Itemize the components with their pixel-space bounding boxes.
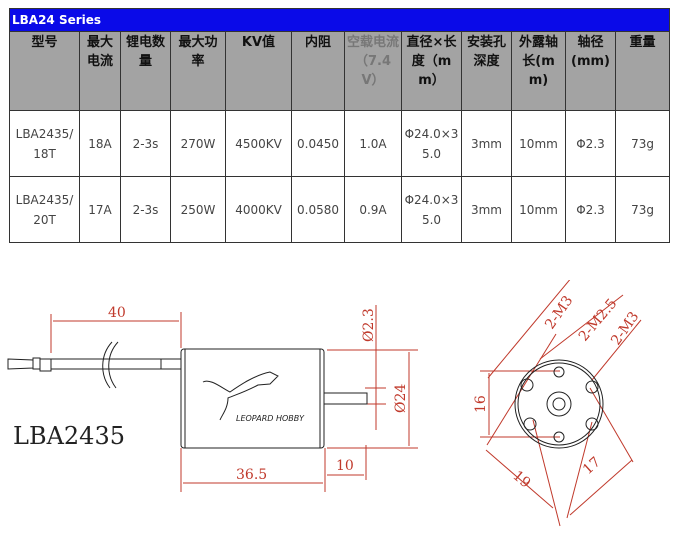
- table-cell: 18A: [79, 110, 121, 177]
- dim-body-diameter: Ø24: [393, 384, 409, 413]
- table-cell: 1.0A: [344, 110, 402, 177]
- label-2-m3-left: 2-M3: [542, 293, 576, 332]
- table-cell: 10mm: [511, 110, 566, 177]
- model-label: LBA2435: [13, 422, 125, 450]
- column-header: 内阻: [291, 31, 345, 111]
- dim-shaft-length: 10: [336, 458, 354, 474]
- table-cell: LBA2435/18T: [9, 110, 80, 177]
- table-cell: 17A: [79, 176, 121, 243]
- brand-logo-text: LEOPARD HOBBY: [236, 414, 305, 423]
- dim-shaft-diameter: Ø2.3: [361, 308, 377, 342]
- column-header: KV值: [225, 31, 292, 111]
- dim-body-length: 36.5: [236, 467, 267, 483]
- table-cell: Φ2.3: [565, 110, 616, 177]
- table-cell: 3mm: [461, 176, 512, 243]
- table-cell: Φ2.3: [565, 176, 616, 243]
- table-cell: 0.9A: [344, 176, 402, 243]
- column-header: 锂电数量: [120, 31, 171, 111]
- dim-17: 17: [580, 454, 604, 478]
- column-header: 最大电流: [79, 31, 121, 111]
- column-header: 轴径(mm): [565, 31, 616, 111]
- dim-lead-length: 40: [108, 305, 126, 321]
- table-cell: LBA2435/20T: [9, 176, 80, 243]
- column-header: 直径×长度（mm）: [401, 31, 462, 111]
- column-header: 型号: [9, 31, 80, 111]
- table-cell: 2-3s: [120, 110, 171, 177]
- column-header: 安装孔深度: [461, 31, 512, 111]
- column-header: 外露轴长(mm): [511, 31, 566, 111]
- motor-drawing: 40 36.5 10 Ø2.3 Ø24 16 19 17 2-M3 2-M2.5…: [7, 280, 642, 527]
- column-header: 空载电流（7.4V）: [344, 31, 402, 111]
- table-cell: 73g: [614, 176, 671, 243]
- table-cell: 10mm: [511, 176, 566, 243]
- table-cell: 0.0580: [291, 176, 345, 243]
- table-cell: 250W: [170, 176, 226, 243]
- series-title: LBA24 Series: [8, 8, 671, 32]
- table-cell: 4500KV: [225, 110, 292, 177]
- table-cell: 3mm: [461, 110, 512, 177]
- table-cell: 270W: [170, 110, 226, 177]
- table-cell: Φ24.0×35.0: [401, 110, 462, 177]
- table-cell: 73g: [614, 110, 671, 177]
- table-cell: 4000KV: [225, 176, 292, 243]
- table-cell: Φ24.0×35.0: [401, 176, 462, 243]
- table-cell: 0.0450: [291, 110, 345, 177]
- label-2-m3-right: 2-M3: [608, 309, 642, 348]
- column-header: 重量: [614, 31, 671, 111]
- column-header: 最大功率: [170, 31, 226, 111]
- dim-hole-spacing-16: 16: [473, 395, 489, 413]
- table-cell: 2-3s: [120, 176, 171, 243]
